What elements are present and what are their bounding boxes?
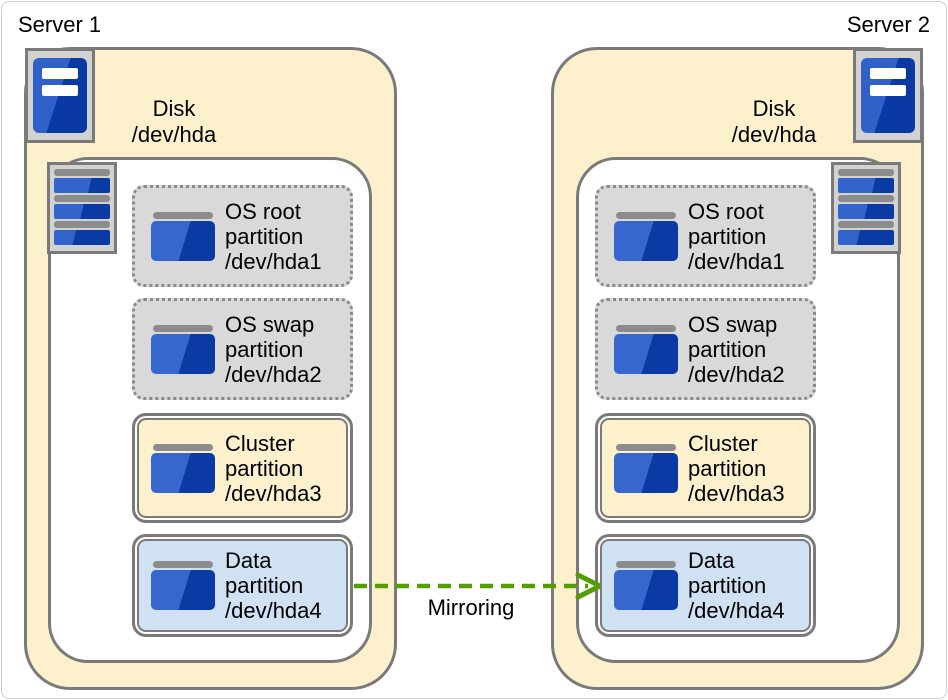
server-1-label: Server 1	[18, 12, 102, 37]
partition-icon	[151, 443, 215, 493]
partition-cluster: Cluster partition /dev/hda3	[132, 413, 353, 523]
disk-platter-icon	[838, 169, 894, 176]
server-2-disk-label: Disk /dev/hda	[694, 96, 854, 148]
disk-platter-icon	[54, 169, 110, 176]
partition-os-swap: OS swap partition /dev/hda2	[132, 298, 353, 400]
partition-icon	[614, 211, 678, 261]
partition-cluster: Cluster partition /dev/hda3	[595, 413, 816, 523]
partition-os-swap: OS swap partition /dev/hda2	[595, 298, 816, 400]
disk-device: /dev/hda	[731, 122, 817, 147]
disk-platter-icon	[838, 221, 894, 228]
partition-icon	[151, 561, 215, 610]
partition-os-root: OS root partition /dev/hda1	[132, 185, 353, 287]
partition-os-root: OS root partition /dev/hda1	[595, 185, 816, 287]
disk-stack-icon	[47, 162, 117, 254]
partition-text: OS swap partition /dev/hda2	[225, 311, 322, 387]
partition-text: OS root partition /dev/hda1	[688, 198, 785, 274]
partition-icon	[151, 324, 215, 374]
disk-title: Disk	[752, 96, 796, 121]
partition-text: Data partition /dev/hda4	[225, 548, 322, 623]
mirroring-arrow-icon	[354, 572, 600, 600]
server-2-label: Server 2	[846, 12, 930, 37]
server-slot-icon	[42, 68, 78, 79]
partition-text: OS swap partition /dev/hda2	[688, 311, 785, 387]
partition-text: Cluster partition /dev/hda3	[225, 430, 322, 506]
disk-platter-icon	[838, 230, 894, 245]
server-1-disk-label: Disk /dev/hda	[94, 96, 254, 148]
server-slot-icon	[42, 85, 78, 96]
partition-text: Data partition /dev/hda4	[688, 548, 785, 623]
partition-text: OS root partition /dev/hda1	[225, 198, 322, 274]
disk-platter-icon	[838, 195, 894, 202]
server-icon	[853, 48, 923, 143]
partition-icon	[151, 211, 215, 261]
partition-data: Data partition /dev/hda4	[132, 534, 353, 637]
server-icon	[25, 48, 95, 143]
partition-icon	[614, 443, 678, 493]
disk-stack-icon	[831, 162, 901, 254]
server-tower-icon	[33, 58, 87, 133]
server-tower-icon	[861, 58, 915, 133]
disk-title: Disk	[152, 96, 196, 121]
disk-device: /dev/hda	[131, 122, 217, 147]
disk-platter-icon	[54, 178, 110, 193]
disk-platter-icon	[54, 221, 110, 228]
partition-data: Data partition /dev/hda4	[595, 534, 816, 637]
partition-icon	[614, 561, 678, 610]
server-slot-icon	[870, 85, 906, 96]
disk-platter-icon	[54, 195, 110, 202]
mirroring-label: Mirroring	[427, 595, 515, 620]
disk-platter-icon	[838, 204, 894, 219]
disk-platter-icon	[838, 178, 894, 193]
server-slot-icon	[870, 68, 906, 79]
partition-text: Cluster partition /dev/hda3	[688, 430, 785, 506]
disk-platter-icon	[54, 204, 110, 219]
partition-icon	[614, 324, 678, 374]
disk-platter-icon	[54, 230, 110, 245]
